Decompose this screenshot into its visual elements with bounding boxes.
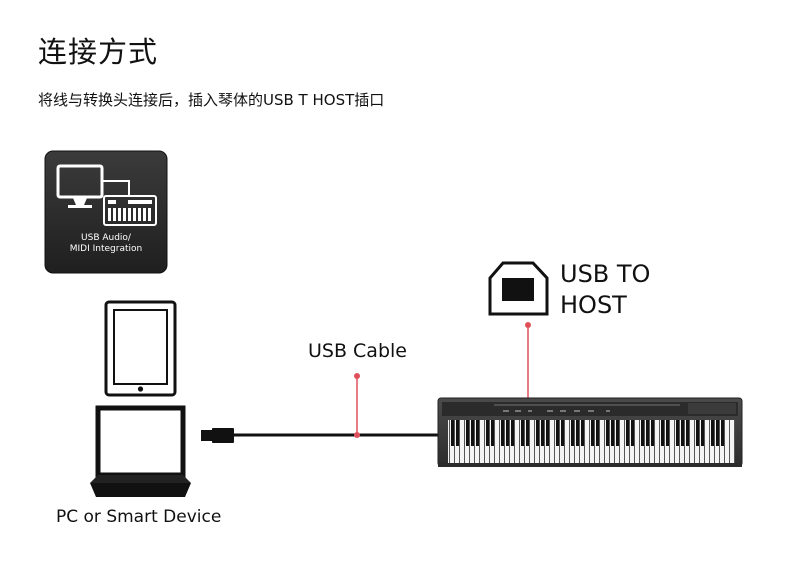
usb-cable-label: USB Cable [308, 340, 407, 362]
digital-piano-icon [437, 397, 743, 467]
device-label: PC or Smart Device [56, 507, 222, 527]
usb-audio-midi-icon [44, 150, 168, 274]
usb-b-port-icon [488, 261, 549, 405]
page-subtitle: 将线与转换头连接后，插入琴体的USB T HOST插口 [38, 91, 385, 109]
tablet-icon [104, 300, 177, 397]
page-title: 连接方式 [38, 35, 159, 69]
usb-port-label-line-1: USB TO [560, 260, 651, 288]
laptop-icon [90, 405, 191, 497]
usb-cable [201, 373, 438, 443]
badge-line-2: MIDI Integration [69, 244, 143, 254]
usb-port-label-line-2: HOST [560, 291, 627, 319]
badge-line-1: USB Audio/ [81, 233, 131, 243]
